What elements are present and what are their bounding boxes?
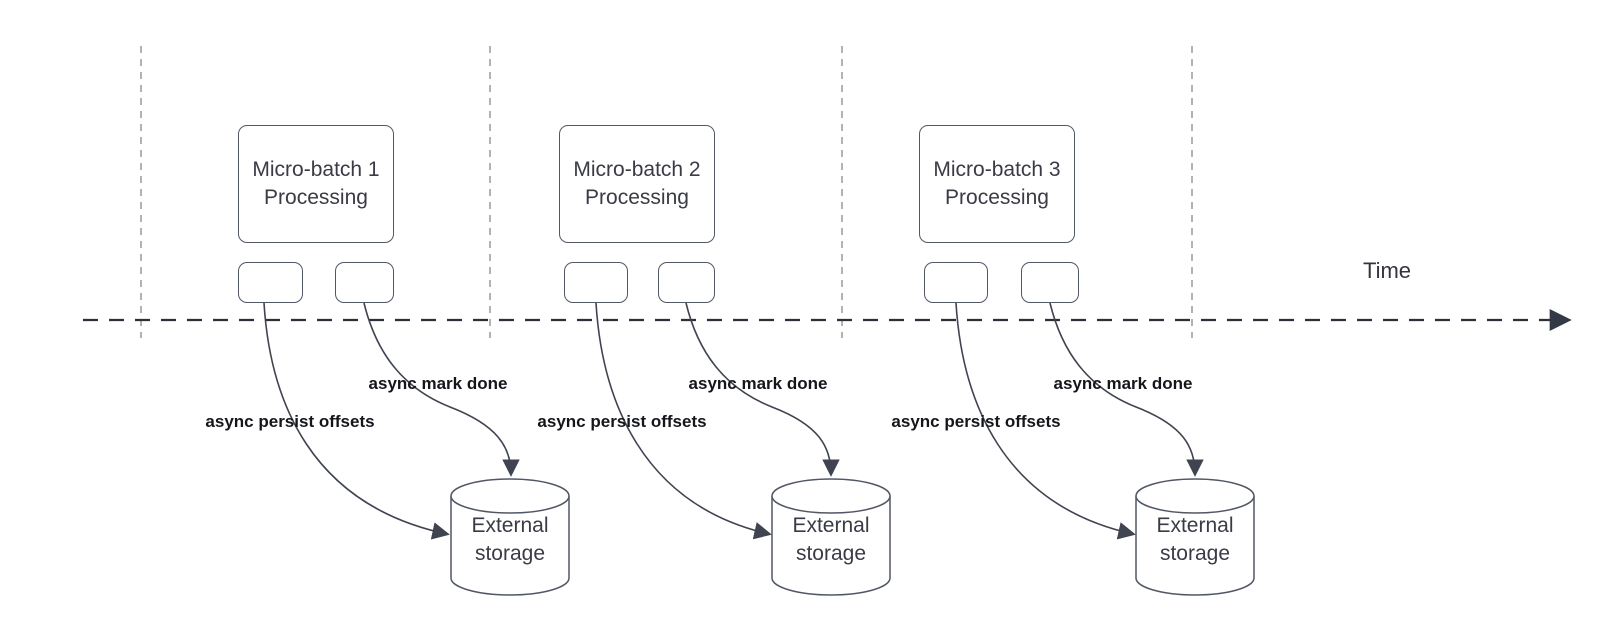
micro-batch-3-title-line2: Processing [945, 186, 1049, 209]
mark-done-label-2: async mark done [688, 374, 828, 393]
mark-done-block-1 [335, 262, 394, 303]
persist-offsets-label-1: async persist offsets [205, 412, 375, 431]
time-axis-label: Time [1362, 258, 1412, 283]
mark-done-arrow-2 [685, 302, 840, 477]
persist-offsets-block-1 [238, 262, 303, 303]
external-storage-label-2: External storage [772, 512, 890, 568]
mark-done-label-1: async mark done [368, 374, 508, 393]
persist-offsets-arrow-2 [595, 302, 772, 540]
mark-done-label-3: async mark done [1053, 374, 1193, 393]
external-storage-label-3: External storage [1136, 512, 1254, 568]
micro-batch-2-title-line1: Micro-batch 2 [573, 157, 701, 181]
external-storage-3-line1: External [1156, 514, 1234, 537]
mark-done-arrow-3 [1049, 302, 1204, 477]
persist-offsets-arrow-3 [955, 302, 1136, 540]
mark-done-arrow-1 [363, 302, 520, 477]
micro-batch-1-title-line2: Processing [264, 186, 368, 209]
external-storage-label-1: External storage [451, 512, 569, 568]
external-storage-cylinder-1 [450, 478, 570, 596]
external-storage-cylinder-2 [771, 478, 891, 596]
mark-done-block-2 [658, 262, 715, 303]
persist-offsets-block-3 [924, 262, 988, 303]
persist-offsets-label-2: async persist offsets [537, 412, 707, 431]
micro-batch-1-title-line1: Micro-batch 1 [252, 157, 380, 181]
micro-batch-3-title-line1: Micro-batch 3 [933, 157, 1061, 181]
external-storage-cylinder-3 [1135, 478, 1255, 596]
micro-batch-1-box: Micro-batch 1 Processing [238, 125, 394, 243]
external-storage-2-line2: storage [795, 541, 867, 565]
micro-batch-2-box: Micro-batch 2 Processing [559, 125, 715, 243]
micro-batch-3-box: Micro-batch 3 Processing [919, 125, 1075, 243]
external-storage-1-line2: storage [474, 541, 546, 565]
persist-offsets-block-2 [564, 262, 628, 303]
micro-batch-2-title-line2: Processing [585, 186, 689, 209]
persist-offsets-arrow-1 [263, 302, 450, 540]
mark-done-block-3 [1021, 262, 1079, 303]
external-storage-1-line1: External [471, 514, 549, 537]
external-storage-2-line1: External [792, 514, 870, 537]
persist-offsets-label-3: async persist offsets [891, 412, 1061, 431]
external-storage-3-line2: storage [1159, 541, 1231, 565]
